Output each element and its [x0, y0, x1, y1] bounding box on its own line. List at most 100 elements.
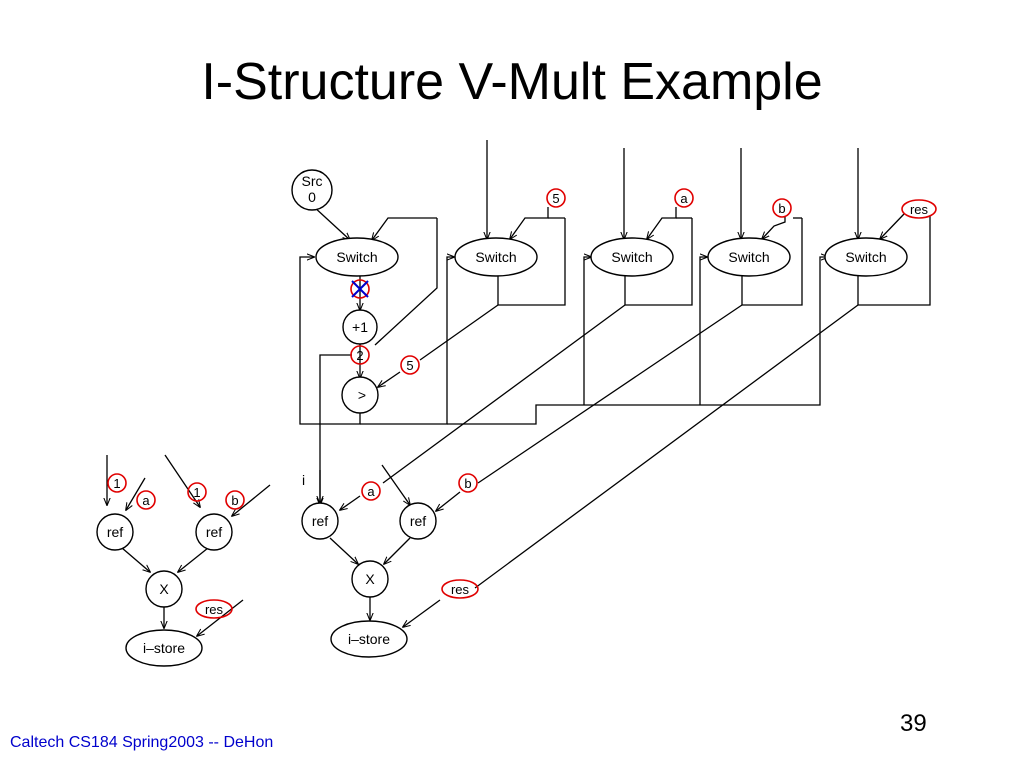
token-ring-left-a [136, 490, 156, 510]
wire-switch4-feedback-top [762, 217, 786, 239]
token-five-compare: 5 [406, 358, 413, 373]
wire-src-to-switch1 [312, 205, 350, 240]
switch-node-2 [454, 237, 538, 277]
wire-switch2-feedback-top [510, 207, 549, 239]
src-node [291, 169, 333, 211]
wire-left-i-to-ref2 [164, 454, 200, 507]
token-ring-left-one-b [187, 482, 207, 502]
ref-node-left-2 [195, 513, 233, 551]
plus-one-label: +1 [352, 319, 368, 335]
token-rings [107, 188, 937, 619]
wire-ref2-to-x [384, 537, 411, 564]
src-value-label: 0 [308, 189, 316, 205]
istore-node-right [330, 620, 408, 658]
token-left-one-b: 1 [193, 485, 200, 500]
nodes [96, 169, 908, 667]
token-res-switch: res [910, 202, 929, 217]
token-ring-b-ref [458, 473, 478, 493]
page-number: 39 [900, 710, 927, 737]
token-labels: 2 5 5 a b res a b res 1 a 1 b res [113, 191, 928, 617]
wire-res-to-istore [403, 599, 441, 627]
wire-five-to-compare [378, 371, 401, 387]
token-ring-res-switch [901, 199, 937, 219]
token-a-ref: a [367, 484, 375, 499]
wire-switch5-loop [857, 216, 931, 306]
ref-label-left-1: ref [107, 524, 123, 540]
wire-switch2-to-five [419, 304, 499, 361]
token-ring-cancelled [350, 279, 370, 299]
token-left-b: b [231, 493, 238, 508]
src-label: Src [302, 173, 323, 189]
ref-node-left-1 [96, 513, 134, 551]
wire-switch4-to-b [477, 304, 743, 484]
token-left-one-a: 1 [113, 476, 120, 491]
token-ring-a-switch [674, 188, 694, 208]
token-ring-res-istore [441, 579, 479, 599]
token-a-switch: a [680, 191, 688, 206]
token-ring-five-switch [546, 188, 566, 208]
multiply-node-right [351, 560, 389, 598]
upper-wires [299, 140, 931, 589]
node-labels: Src 0 Switch Switch Switch Switch Switch… [107, 173, 887, 656]
ref-label-right-2: ref [410, 513, 426, 529]
token-ring-b-switch [772, 198, 792, 218]
wire-compare-bus-switch5 [447, 257, 828, 425]
wire-switch1-top-feedback [372, 217, 437, 240]
wire-switch5-to-res [474, 304, 859, 589]
wire-ref1-to-x [329, 537, 358, 564]
switch-node-3 [590, 237, 674, 277]
multiply-label-right: X [365, 571, 375, 587]
token-ring-left-b [225, 490, 245, 510]
wire-compare-bus-switch1 [299, 257, 361, 425]
wire-compare-bus-switch3 [583, 257, 591, 405]
switch-label-3: Switch [611, 249, 652, 265]
istore-label-right: i–store [348, 631, 390, 647]
wire-left-ref1-to-x [121, 547, 150, 572]
footer-credit: Caltech CS184 Spring2003 -- DeHon [10, 734, 274, 751]
input-i-label: i [302, 472, 305, 488]
compare-node [341, 376, 379, 414]
token-b-ref: b [464, 476, 471, 491]
token-res-istore: res [451, 582, 470, 597]
plus-one-node [342, 309, 378, 345]
token-ring-five-compare [400, 355, 420, 375]
token-two: 2 [356, 348, 363, 363]
switch-label-5: Switch [845, 249, 886, 265]
wire-a-to-ref1 [340, 495, 361, 510]
wire-switch3-to-a [382, 304, 626, 484]
wire-left-a-to-ref1 [126, 477, 146, 510]
switch-label-1: Switch [336, 249, 377, 265]
switch-node-4 [707, 237, 791, 277]
ref-node-right-1 [301, 502, 339, 540]
switch-node-5 [824, 237, 908, 277]
wire-i-to-ref2 [381, 464, 410, 505]
switch-label-2: Switch [475, 249, 516, 265]
switch-label-4: Switch [728, 249, 769, 265]
ref-label-left-2: ref [206, 524, 222, 540]
cancel-mark [351, 280, 369, 298]
wire-switch5-feedback-top [880, 213, 905, 239]
wire-plus1-to-i-branch [320, 354, 352, 505]
multiply-label-left: X [159, 581, 169, 597]
lower-left-wires [107, 454, 271, 636]
multiply-node-left [145, 570, 183, 608]
token-b-switch: b [778, 201, 785, 216]
wire-compare-to-switch1-control [374, 218, 438, 346]
wire-compare-bus-switch4 [699, 257, 707, 405]
wire-switch3-feedback-top [647, 207, 677, 239]
ref-label-right-1: ref [312, 513, 328, 529]
wire-left-b-to-ref2 [232, 484, 271, 516]
compare-label: > [358, 387, 366, 403]
wire-b-to-ref2 [436, 491, 461, 511]
wire-switch2-loop [497, 218, 566, 306]
istore-label-left: i–store [143, 640, 185, 656]
wire-switch4-loop [741, 218, 803, 306]
ref-node-right-2 [399, 502, 437, 540]
token-ring-left-one-a [107, 473, 127, 493]
token-ring-a-ref [361, 481, 381, 501]
token-ring-left-res [195, 599, 233, 619]
istore-node-left [125, 629, 203, 667]
lower-right-wires [320, 464, 461, 627]
